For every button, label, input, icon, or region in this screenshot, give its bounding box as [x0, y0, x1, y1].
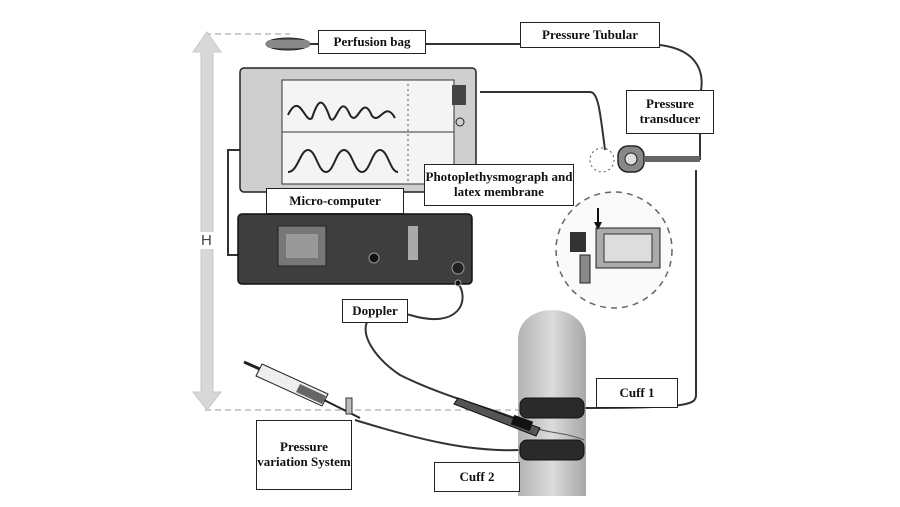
label-photoplethysmograph: Photoplethysmograph and latex membrane [424, 164, 574, 206]
perfusion-bag [265, 37, 311, 51]
label-perfusion-bag: Perfusion bag [318, 30, 426, 54]
monitor [239, 67, 477, 193]
cuffs [519, 397, 585, 461]
doppler-probe [453, 397, 541, 437]
label-height: H [199, 232, 214, 249]
label-pressure-variation-system: Pressure variation System [256, 420, 352, 490]
transducer [589, 145, 700, 173]
label-pressure-tubular: Pressure Tubular [520, 22, 660, 48]
height-arrow [191, 31, 223, 411]
sensor-detail [555, 191, 673, 309]
height-reference [205, 33, 520, 411]
label-micro-computer: Micro-computer [266, 188, 404, 214]
label-pressure-transducer: Pressure transducer [626, 90, 714, 134]
label-cuff-1: Cuff 1 [596, 378, 678, 408]
label-doppler: Doppler [342, 299, 408, 323]
doppler-unit [237, 213, 473, 287]
syringe [243, 360, 361, 419]
label-cuff-2: Cuff 2 [434, 462, 520, 492]
